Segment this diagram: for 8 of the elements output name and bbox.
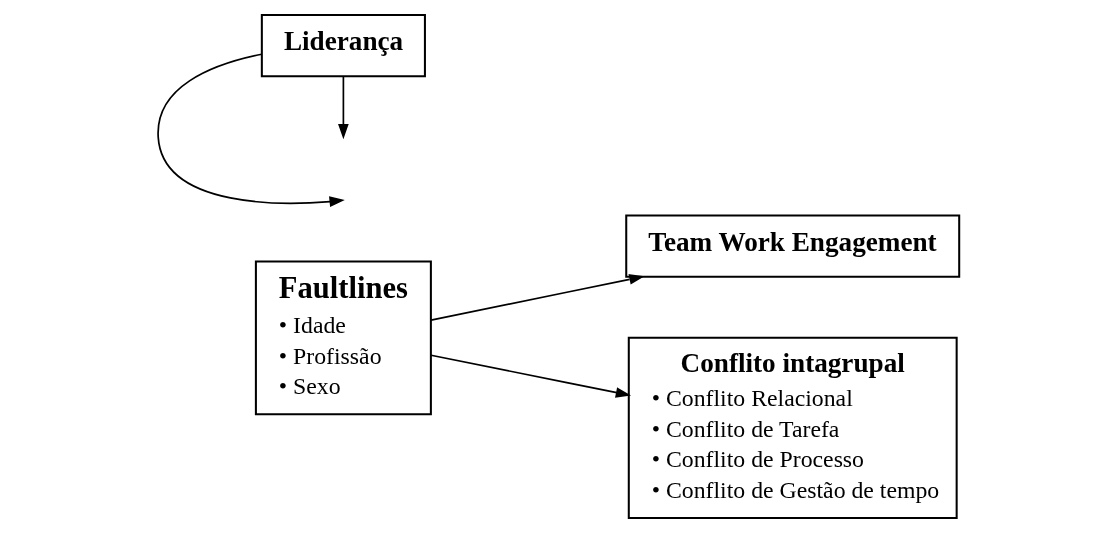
arrow	[430, 354, 632, 398]
arrow	[157, 53, 345, 207]
arrow	[338, 76, 349, 140]
node-box: Liderança	[260, 14, 426, 78]
node-box: Team Work Engagement	[625, 214, 961, 278]
node-box: Faultlines • Idade • Profissão • Sexo	[254, 260, 432, 416]
node-box: Conflito intagrupal • Conflito Relacional • Conflito de Tarefa • Conflito de Processo • Conflito de Gestão de tempo	[627, 336, 958, 519]
arrow	[430, 274, 645, 322]
